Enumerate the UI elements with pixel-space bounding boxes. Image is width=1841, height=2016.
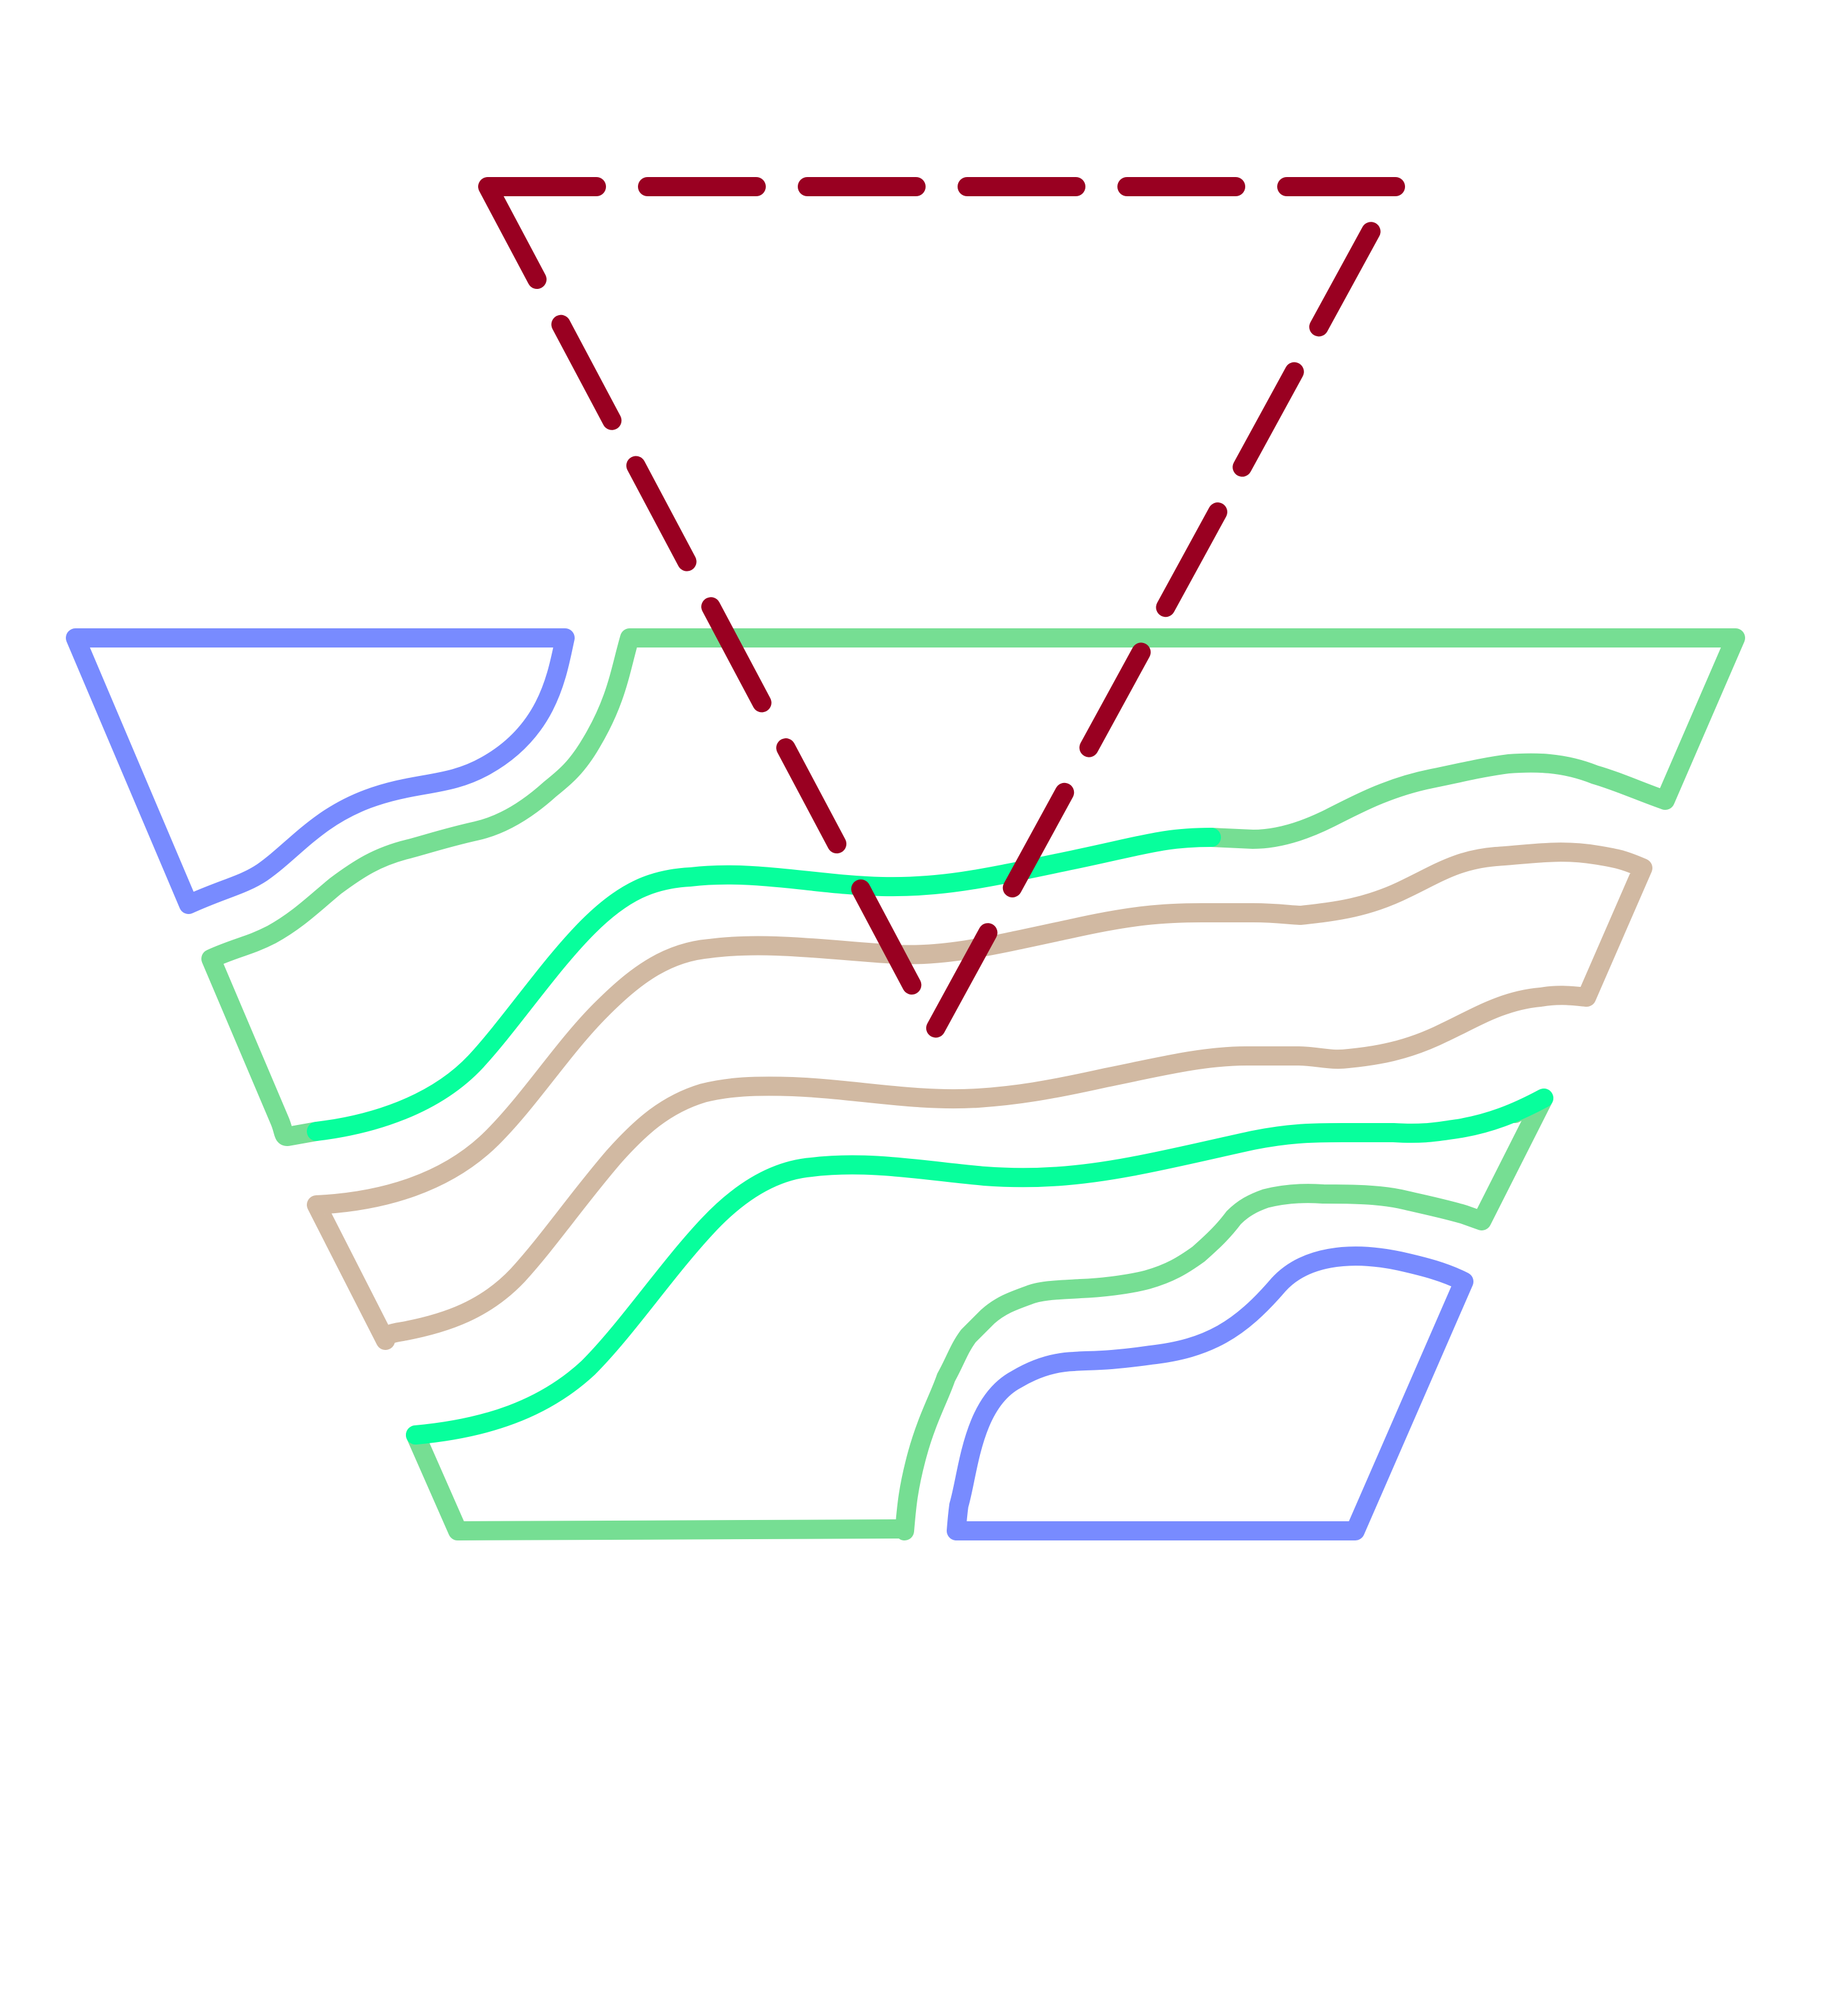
upper-bright-band-line	[307, 828, 1221, 1141]
tan-band-outline	[307, 842, 1652, 1350]
lower-right-blue-block	[947, 1246, 1473, 1540]
inverted-dashed-triangle	[478, 177, 1405, 1039]
upper-left-blue-block	[66, 628, 575, 914]
outer-green-frame	[201, 628, 1745, 1540]
lower-bright-band-line	[406, 1089, 1553, 1445]
